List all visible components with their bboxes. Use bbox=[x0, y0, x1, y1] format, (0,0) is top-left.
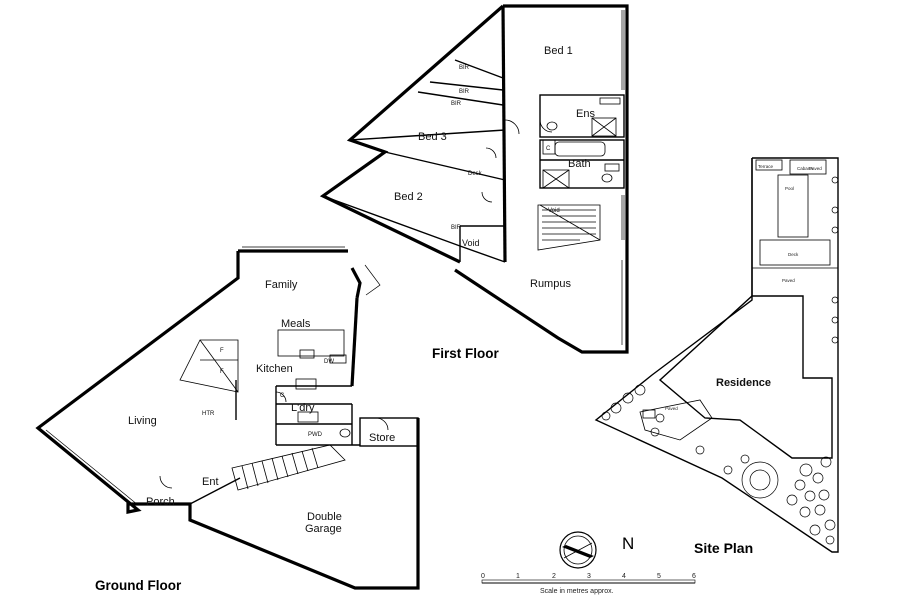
room-label-bed-1: Bed 1 bbox=[544, 45, 573, 57]
room-label-bed-3: Bed 3 bbox=[418, 131, 447, 143]
site-plan: Residence Pool Deck Paved Paved Paved Te… bbox=[594, 157, 839, 556]
room-label-desk: Desk bbox=[468, 171, 483, 177]
room-label-living: Living bbox=[128, 415, 157, 427]
room-label-ens: Ens bbox=[576, 108, 595, 120]
site-label-pool: Pool bbox=[785, 186, 794, 191]
site-label-terrace: Terrace bbox=[758, 164, 774, 169]
room-label-kitchen: Kitchen bbox=[256, 363, 293, 375]
scale-tick: 6 bbox=[692, 573, 696, 580]
scale-tick: 1 bbox=[516, 573, 520, 580]
room-label-void: Void bbox=[462, 238, 480, 248]
room-label-rumpus: Rumpus bbox=[530, 278, 571, 290]
site-label-deck: Deck bbox=[788, 252, 799, 257]
room-label-store: Store bbox=[369, 432, 395, 444]
room-label-c: C bbox=[280, 393, 285, 399]
appliance-label-f: F bbox=[220, 348, 224, 354]
first-floor-title: First Floor bbox=[432, 346, 499, 361]
site-label-paved: Paved bbox=[665, 406, 678, 411]
room-label-bath: Bath bbox=[568, 158, 591, 170]
room-label-garage: Garage bbox=[305, 523, 342, 535]
room-label-htr: HTR bbox=[202, 411, 215, 417]
room-label-family: Family bbox=[265, 279, 298, 291]
site-label-paved: Paved bbox=[809, 166, 822, 171]
bir-label: BIR bbox=[459, 65, 470, 71]
site-label-cabana: Cabana bbox=[797, 166, 813, 171]
appliance-label-dw: DW bbox=[324, 359, 334, 365]
room-label-meals: Meals bbox=[281, 318, 311, 330]
room-label-ldry: L'dry bbox=[291, 402, 315, 414]
bir-label: BIR bbox=[459, 89, 470, 95]
site-label-residence: Residence bbox=[716, 377, 771, 389]
north-label: N bbox=[622, 534, 634, 553]
scale-tick: 2 bbox=[552, 573, 556, 580]
appliance-label-f: F bbox=[220, 369, 224, 375]
scale-tick: 4 bbox=[622, 573, 626, 580]
room-label-bed-2: Bed 2 bbox=[394, 191, 423, 203]
scale-caption: Scale in metres approx. bbox=[540, 588, 614, 595]
ground-floor-plan: Family Meals Kitchen Living HTR L'dry C … bbox=[35, 246, 420, 593]
room-label-void-stair: Void bbox=[548, 208, 560, 214]
bir-label: BIR bbox=[451, 225, 462, 231]
first-floor-plan: Bed 1 Ens Bed 3 Bath Bed 2 Desk Void Voi… bbox=[319, 4, 629, 361]
scale-tick: 0 bbox=[481, 573, 485, 580]
room-label-pwd: PWD bbox=[308, 432, 323, 438]
room-label-ent: Ent bbox=[202, 476, 219, 488]
bir-label: BIR bbox=[451, 101, 462, 107]
room-label-double: Double bbox=[307, 511, 342, 523]
site-plan-title: Site Plan bbox=[694, 540, 753, 556]
north-arrow: N bbox=[559, 531, 634, 569]
linen-label: C bbox=[546, 146, 551, 152]
scale-bar: 0 1 2 3 4 5 6 Scale in metres approx. bbox=[481, 573, 696, 595]
site-label-paved: Paved bbox=[782, 278, 795, 283]
room-label-porch: Porch bbox=[146, 496, 175, 508]
scale-tick: 5 bbox=[657, 573, 661, 580]
ground-floor-title: Ground Floor bbox=[95, 578, 182, 593]
scale-tick: 3 bbox=[587, 573, 591, 580]
